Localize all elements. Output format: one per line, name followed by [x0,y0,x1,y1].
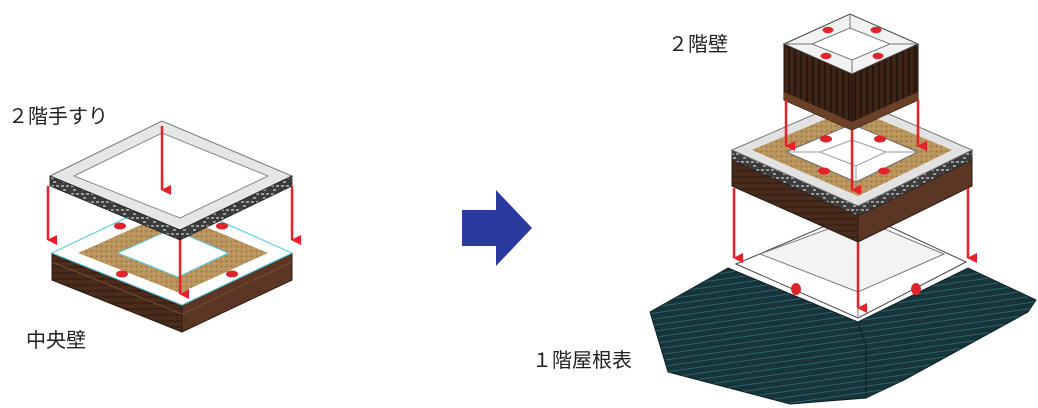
first-floor-roof [649,211,1037,405]
center-wall-block [50,197,294,333]
roof-right-slope [857,267,1037,399]
marker-dot [872,52,884,60]
marker-dot [820,135,832,143]
marker-dot [911,283,921,295]
marker-dot [791,283,801,295]
center-wall-label: 中央壁 [26,328,86,352]
marker-dot [870,26,882,34]
second-floor-wall-label: ２階壁 [668,32,728,56]
marker-dot [216,222,228,230]
cork-ring-inner [116,228,230,278]
marker-dot [818,167,830,175]
marker-dot [226,270,238,278]
left-arrows [46,126,301,299]
handrail-label: ２階手すり [8,104,108,128]
first-floor-roof-label: １階屋根表 [532,348,632,372]
marker-dot [822,26,834,34]
right-arrows [732,100,977,313]
right-assembly [649,13,1037,405]
marker-dot [878,167,890,175]
second-wall-base-right [852,92,918,130]
marker-dot [114,222,126,230]
second-wall-base-left [784,92,852,130]
roof-inner-well [758,217,946,293]
left-assembly [46,120,301,333]
right-arrow-icon [462,190,532,266]
marker-dot [116,270,128,278]
marker-dot [874,135,886,143]
marker-dot [820,52,832,60]
handrail-frame [48,120,294,241]
handrail-inner-opening [72,132,270,219]
second-floor-wall [782,13,920,131]
